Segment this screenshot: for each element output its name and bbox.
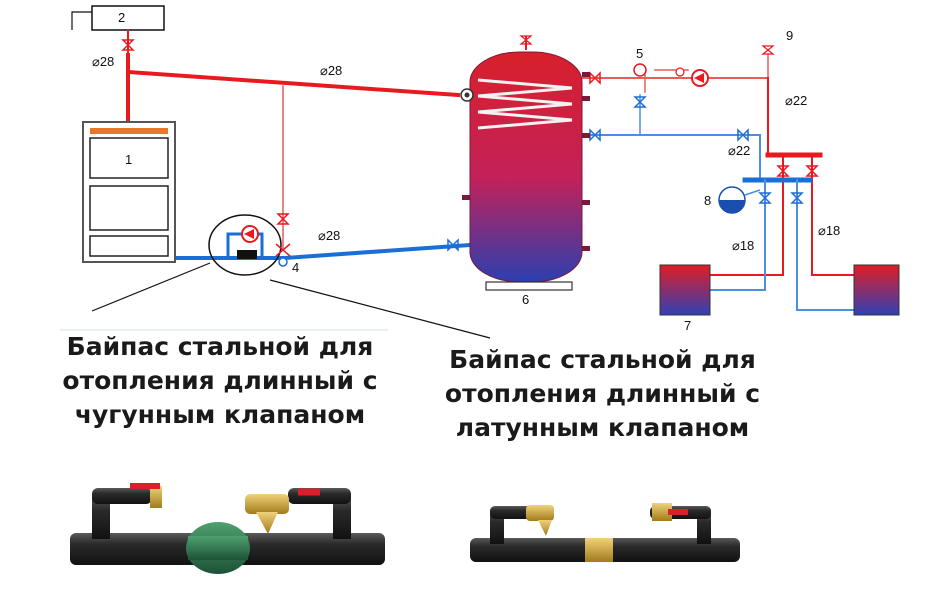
label-5: 5 — [636, 46, 643, 61]
ball-valve-icon — [737, 128, 749, 142]
tank-coil — [477, 78, 573, 130]
ball-valve-icon — [275, 243, 291, 267]
buffer-tank-6: 6 — [460, 36, 590, 307]
pipe-label-d18: ⌀18 — [732, 238, 754, 253]
label-4: 4 — [292, 260, 299, 275]
ball-valve-icon — [121, 39, 135, 51]
pipe-label-d28: ⌀28 — [92, 54, 114, 69]
boiler-1: 1 — [82, 121, 176, 263]
ball-valve-icon — [758, 192, 772, 204]
pipe-label-d28: ⌀28 — [318, 228, 340, 243]
label-9: 9 — [786, 28, 793, 43]
ball-valve-icon — [589, 71, 601, 85]
radiators-7: 7 — [659, 264, 900, 333]
pipe-label-d22: ⌀22 — [785, 93, 807, 108]
label-8: 8 — [704, 193, 711, 208]
label-6: 6 — [522, 292, 529, 307]
pipe-label-d22: ⌀22 — [728, 143, 750, 158]
air-vent-icon — [761, 45, 775, 55]
caption-brass-bypass: Байпас стальной для отопления длинный с … — [444, 345, 761, 442]
membrane-tank-8: 8 — [704, 186, 761, 214]
ball-valve-icon — [805, 165, 819, 177]
circulation-pump-icon — [691, 69, 709, 87]
pipe-label-d28: ⌀28 — [320, 63, 342, 78]
caption-cast-iron-bypass: Байпас стальной для отопления длинный с … — [62, 332, 378, 429]
bypass-photo-brass — [470, 503, 740, 562]
expansion-tank-2: 2 — [71, 5, 165, 55]
bypass-photo-cast-iron — [70, 483, 385, 574]
ball-valve-icon — [276, 213, 290, 225]
ball-valve-icon — [776, 165, 790, 177]
ball-valve-icon — [790, 192, 804, 204]
ball-valve-icon — [447, 238, 459, 252]
label-2: 2 — [118, 10, 125, 25]
mixing-valve-5: 5 — [633, 46, 685, 77]
air-vent-icon — [519, 35, 533, 45]
bypass-highlight — [91, 214, 491, 339]
pipe-label-d18: ⌀18 — [818, 223, 840, 238]
ball-valve-icon — [633, 96, 647, 108]
label-1: 1 — [125, 152, 132, 167]
label-7: 7 — [684, 318, 691, 333]
